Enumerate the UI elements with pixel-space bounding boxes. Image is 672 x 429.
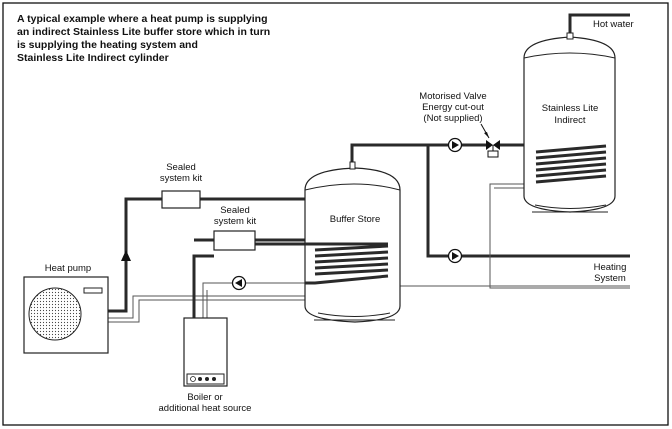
motorised-valve: Motorised Valve Energy cut-out (Not supp… — [419, 91, 500, 158]
buffer-store-label: Buffer Store — [330, 214, 381, 225]
title-line-4: Stainless Lite Indirect cylinder — [17, 52, 169, 64]
sealed-system-kit-1: Sealed system kit — [160, 162, 203, 209]
boiler-label-line-2: additional heat source — [159, 403, 252, 414]
valve-label-line-3: (Not supplied) — [423, 113, 482, 124]
boiler-label-line-1: Boiler or — [187, 392, 222, 403]
valve-label-line-1: Motorised Valve — [419, 91, 486, 102]
heating-system-label-line-1: Heating — [594, 262, 627, 273]
boiler: Boiler or additional heat source — [159, 317, 252, 414]
sealed-kit-2-label-line-2: system kit — [214, 216, 257, 227]
title-line-2: an indirect Stainless Lite buffer store … — [17, 26, 270, 38]
heat-pump-label: Heat pump — [45, 263, 91, 274]
hot-water-label: Hot water — [593, 19, 634, 30]
heat-pump: Heat pump — [23, 263, 109, 354]
stainless-lite-indirect-cylinder: Stainless Lite Indirect — [523, 32, 616, 213]
pipework — [108, 13, 630, 323]
buffer-store: Buffer Store — [304, 161, 401, 323]
cylinder-label-line-1: Stainless Lite — [542, 103, 599, 114]
valve-label-line-2: Energy cut-out — [422, 102, 484, 113]
cylinder-coil — [535, 144, 607, 184]
title-line-3: is supplying the heating system and — [17, 39, 198, 51]
pump-buffer-return — [231, 275, 247, 291]
buffer-store-coil — [305, 242, 389, 285]
sealed-system-kit-2: Sealed system kit — [213, 205, 257, 251]
sealed-kit-1-label-line-2: system kit — [160, 173, 203, 184]
pump-cylinder-circuit — [447, 137, 463, 153]
title-line-1: A typical example where a heat pump is s… — [17, 13, 268, 25]
pump-heating-circuit — [447, 248, 463, 264]
sealed-kit-2-label-line-1: Sealed — [220, 205, 250, 216]
sealed-kit-1-label-line-1: Sealed — [166, 162, 196, 173]
diagram-title: A typical example where a heat pump is s… — [17, 13, 270, 64]
cylinder-label-line-2: Indirect — [554, 115, 586, 126]
flow-arrow-up — [121, 250, 131, 261]
heating-system-label-line-2: System — [594, 273, 626, 284]
